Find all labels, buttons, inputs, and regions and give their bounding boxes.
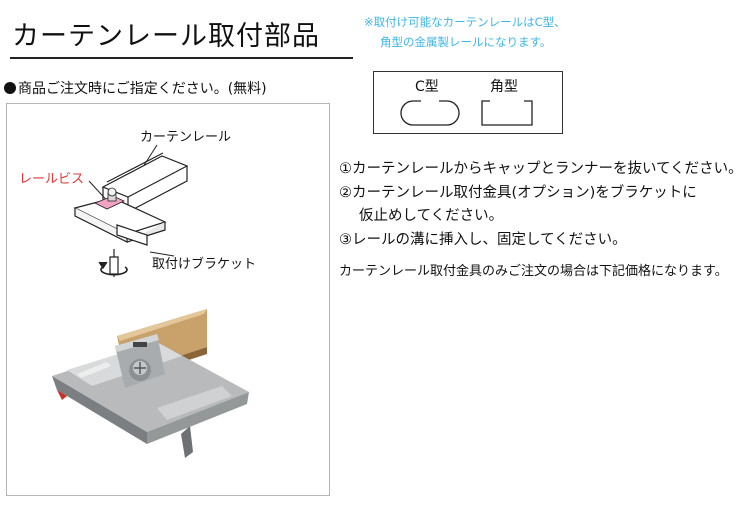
installation-illustration [52, 144, 249, 458]
notice-line-2: 角型の金属製レールになります。 [380, 35, 552, 49]
c-type-profile-icon [400, 100, 460, 126]
order-note-text: 商品ご注文時にご指定ください。(無料) [18, 81, 267, 97]
step-1: ①カーテンレールからキャップとランナーを抜いてください。 [339, 161, 743, 177]
c-type-label: C型 [415, 79, 439, 95]
bullet-icon [4, 82, 16, 94]
bracket-line-drawing [73, 197, 167, 246]
title-underline [10, 57, 353, 59]
installation-diagram-frame [6, 103, 330, 496]
rail-type-diagram: C型 角型 [373, 71, 563, 134]
step-2-line-2: 仮止めしてください。 [359, 208, 504, 224]
mounting-bracket-label: 取付けブラケット [152, 257, 257, 272]
notice-line-1: ※取付け可能なカーテンレールはC型、 [364, 15, 566, 29]
installation-steps: ①カーテンレールからキャップとランナーを抜いてください。 ②カーテンレール取付金… [339, 158, 743, 252]
rail-screw-label: レールビス [19, 172, 85, 187]
square-type-profile-icon [481, 100, 533, 126]
curtain-rail-label: カーテンレール [140, 130, 232, 145]
price-note: カーテンレール取付金具のみご注文の場合は下記価格になります。 [339, 264, 728, 279]
screwdriver-rotation-icon [98, 249, 128, 277]
step-2-line-1: ②カーテンレール取付金具(オプション)をブラケットに [339, 184, 697, 201]
square-type-label: 角型 [490, 79, 518, 95]
rail-screw-icon [94, 187, 125, 210]
step-3: ③レールの溝に挿入し、固定してください。 [339, 231, 627, 248]
rail-bracket-photo [52, 309, 249, 458]
order-note: 商品ご注文時にご指定ください。(無料) [4, 78, 267, 98]
compatibility-notice: ※取付け可能なカーテンレールはC型、 角型の金属製レールになります。 [364, 12, 566, 52]
bracket-leader-line [149, 251, 175, 257]
page-title: カーテンレール取付部品 [12, 21, 320, 52]
